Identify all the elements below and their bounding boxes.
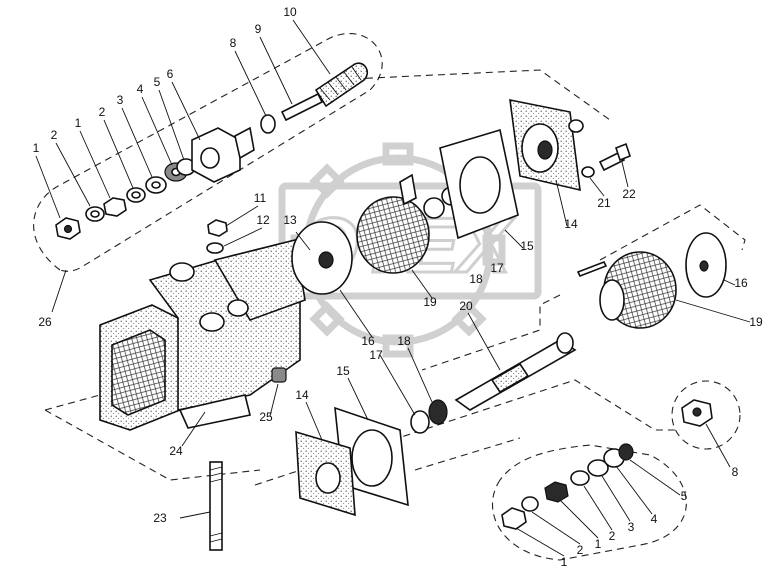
pin-right — [576, 260, 608, 278]
callout-c33: 8 — [732, 465, 739, 479]
callout-c14: 13 — [283, 213, 297, 227]
callout-c15: 15 — [520, 239, 534, 253]
callout-c31: 25 — [259, 410, 273, 424]
body-boss-center — [199, 312, 225, 332]
nut-8-outline — [671, 380, 741, 450]
upper-left-kit — [55, 62, 369, 240]
shaft-20 — [410, 332, 577, 434]
callout-c11: 10 — [283, 5, 297, 19]
nut-11-washer-12 — [206, 219, 228, 254]
washer-2-lower — [521, 496, 539, 512]
cover-lower — [295, 406, 409, 517]
callout-c23: 16 — [734, 276, 748, 290]
leader-lines — [35, 19, 751, 557]
callout-c22: 20 — [459, 299, 473, 313]
middle-lower-line — [414, 437, 521, 471]
callout-c4: 2 — [99, 105, 106, 119]
callout-c40: 1 — [561, 555, 568, 569]
callout-c9: 8 — [230, 36, 237, 50]
callout-c34: 5 — [681, 489, 688, 503]
bearing-18-lower — [428, 399, 448, 425]
washer-21 — [581, 166, 595, 178]
body-boss-right — [227, 299, 249, 317]
gear-assembly-right — [576, 232, 727, 329]
seal-17-lower — [410, 410, 430, 434]
callout-c13: 12 — [256, 213, 270, 227]
callout-c8: 6 — [167, 67, 174, 81]
callout-c25: 26 — [38, 315, 52, 329]
callout-c5: 3 — [117, 93, 124, 107]
fitting-6-thread — [234, 126, 255, 160]
callout-c10: 9 — [255, 22, 262, 36]
callout-c20: 18 — [469, 272, 483, 286]
bearing-18-upper — [423, 197, 445, 219]
callout-c36: 3 — [628, 520, 635, 534]
group-outlines — [33, 32, 746, 561]
stud-23 — [209, 461, 223, 551]
callout-c35: 4 — [651, 512, 658, 526]
callout-c12: 11 — [254, 191, 267, 205]
gears-upper — [291, 173, 463, 295]
body-bore — [111, 329, 166, 416]
callout-c2: 2 — [51, 128, 58, 142]
body-base — [178, 394, 251, 429]
washer-3-lower — [587, 459, 609, 477]
stud-23-shaft — [209, 461, 223, 551]
pin-9 — [280, 92, 324, 122]
callout-c39: 2 — [577, 543, 584, 557]
shaft-20-spline — [490, 362, 530, 394]
callout-c3: 1 — [75, 116, 82, 130]
nut-11 — [207, 219, 228, 237]
upper-left-kit-outline — [33, 32, 383, 272]
washer-21-upper — [568, 119, 584, 133]
cap-8-upper — [260, 114, 276, 134]
callout-c16: 14 — [564, 217, 578, 231]
body-boss-left — [169, 262, 195, 282]
callout-c37: 2 — [609, 529, 616, 543]
nut-1b-lower — [544, 481, 569, 503]
callout-c41: 23 — [153, 511, 167, 525]
callout-c17: 21 — [597, 196, 611, 210]
callout-c21: 19 — [423, 295, 437, 309]
callout-c27: 17 — [369, 348, 383, 362]
callout-c32: 24 — [169, 444, 183, 458]
callout-c1: 1 — [33, 141, 40, 155]
washer-12 — [206, 242, 224, 254]
callout-c28: 18 — [397, 334, 411, 348]
callout-c24: 19 — [749, 315, 763, 329]
gear-19-upper — [356, 196, 430, 274]
callout-c38: 1 — [595, 537, 602, 551]
nut-1-lower — [501, 507, 527, 530]
key-upper — [399, 173, 417, 206]
body-group-line — [44, 394, 101, 411]
lower-connector-line — [254, 379, 680, 486]
callout-c29: 15 — [336, 364, 350, 378]
pump-body-24 — [99, 239, 306, 431]
cover-upper-right — [439, 98, 631, 240]
lower-right-kit — [501, 399, 713, 530]
callout-c7: 5 — [154, 75, 161, 89]
washer-2b-lower — [570, 470, 590, 486]
callout-c19: 17 — [490, 261, 504, 275]
bolt-22-head — [615, 142, 631, 162]
callout-c30: 14 — [295, 388, 309, 402]
lower-right-kit-outline — [491, 444, 687, 561]
plug-25 — [271, 367, 287, 383]
callout-c26: 16 — [361, 334, 375, 348]
callout-c18: 22 — [622, 187, 636, 201]
seal-5-lower — [618, 443, 634, 461]
shaft-group-line — [421, 294, 561, 371]
callout-c6: 4 — [137, 82, 144, 96]
upper-connector-line — [329, 69, 611, 121]
nut-1b-upper — [103, 197, 127, 217]
